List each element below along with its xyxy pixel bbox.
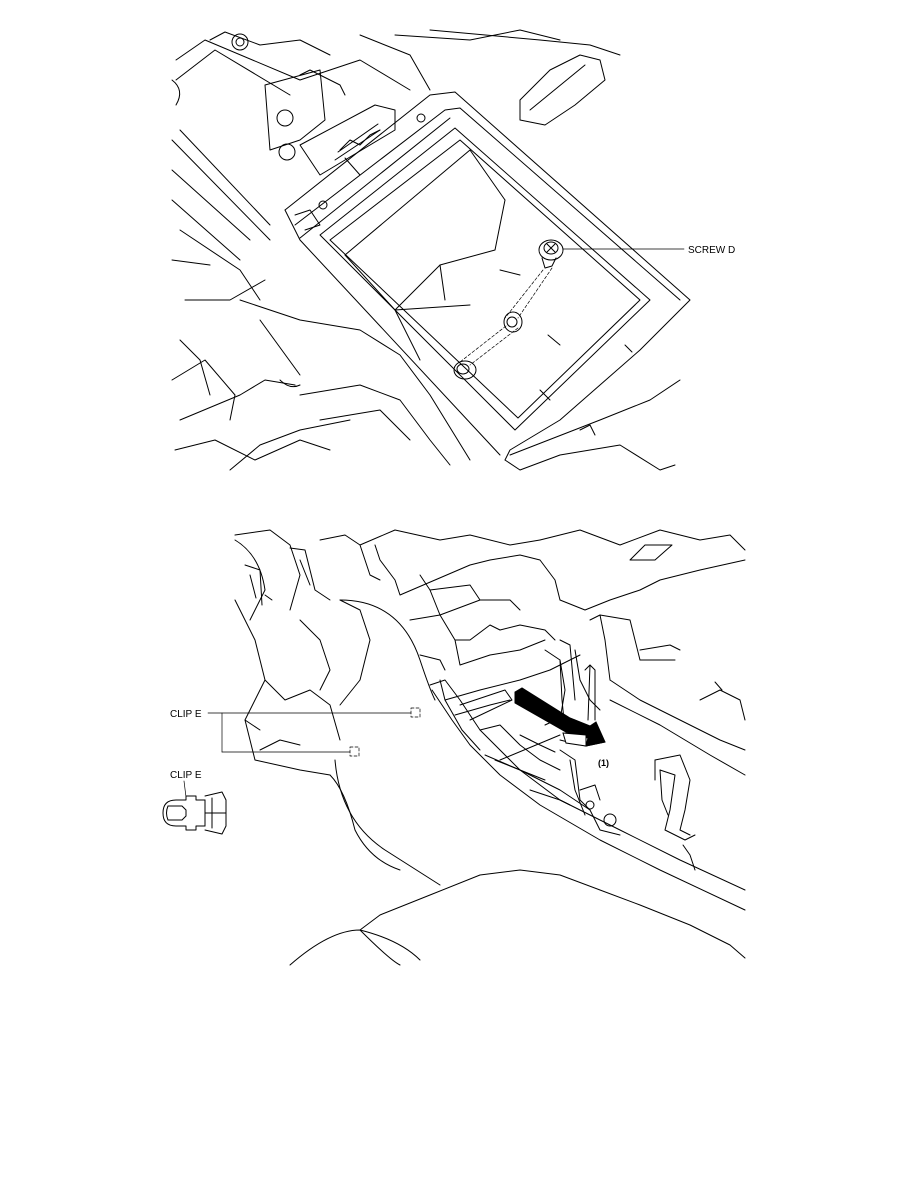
screw-hole-lower: [453, 360, 477, 380]
bottom-figure-dashboard: [234, 529, 746, 966]
clip-e-location-lower: [349, 746, 360, 757]
clip-e-detail-label: CLIP E: [170, 770, 202, 781]
clip-e-detail-drawing: [162, 791, 227, 835]
top-figure-console-box: SCREW D: [171, 29, 735, 471]
screw-d: [538, 239, 564, 269]
screw-d-label: SCREW D: [688, 245, 735, 256]
clip-e-leader-lines: [207, 712, 412, 753]
clip-e-location-upper: [410, 707, 421, 718]
step-1-label: (1): [598, 758, 609, 768]
clip-e-label: CLIP E: [170, 709, 202, 720]
screw-alignment-dashes: [459, 267, 553, 366]
clip-e-detail-leader: [183, 780, 187, 798]
screw-hole-upper: [503, 311, 523, 333]
bottom-figure-lower-console: (1) CLIP E CLIP E: [162, 529, 746, 966]
removal-direction-arrow: [514, 687, 606, 747]
console-box-body: [284, 91, 691, 471]
shift-console: [429, 614, 746, 911]
top-figure-background-structure: [171, 29, 621, 471]
